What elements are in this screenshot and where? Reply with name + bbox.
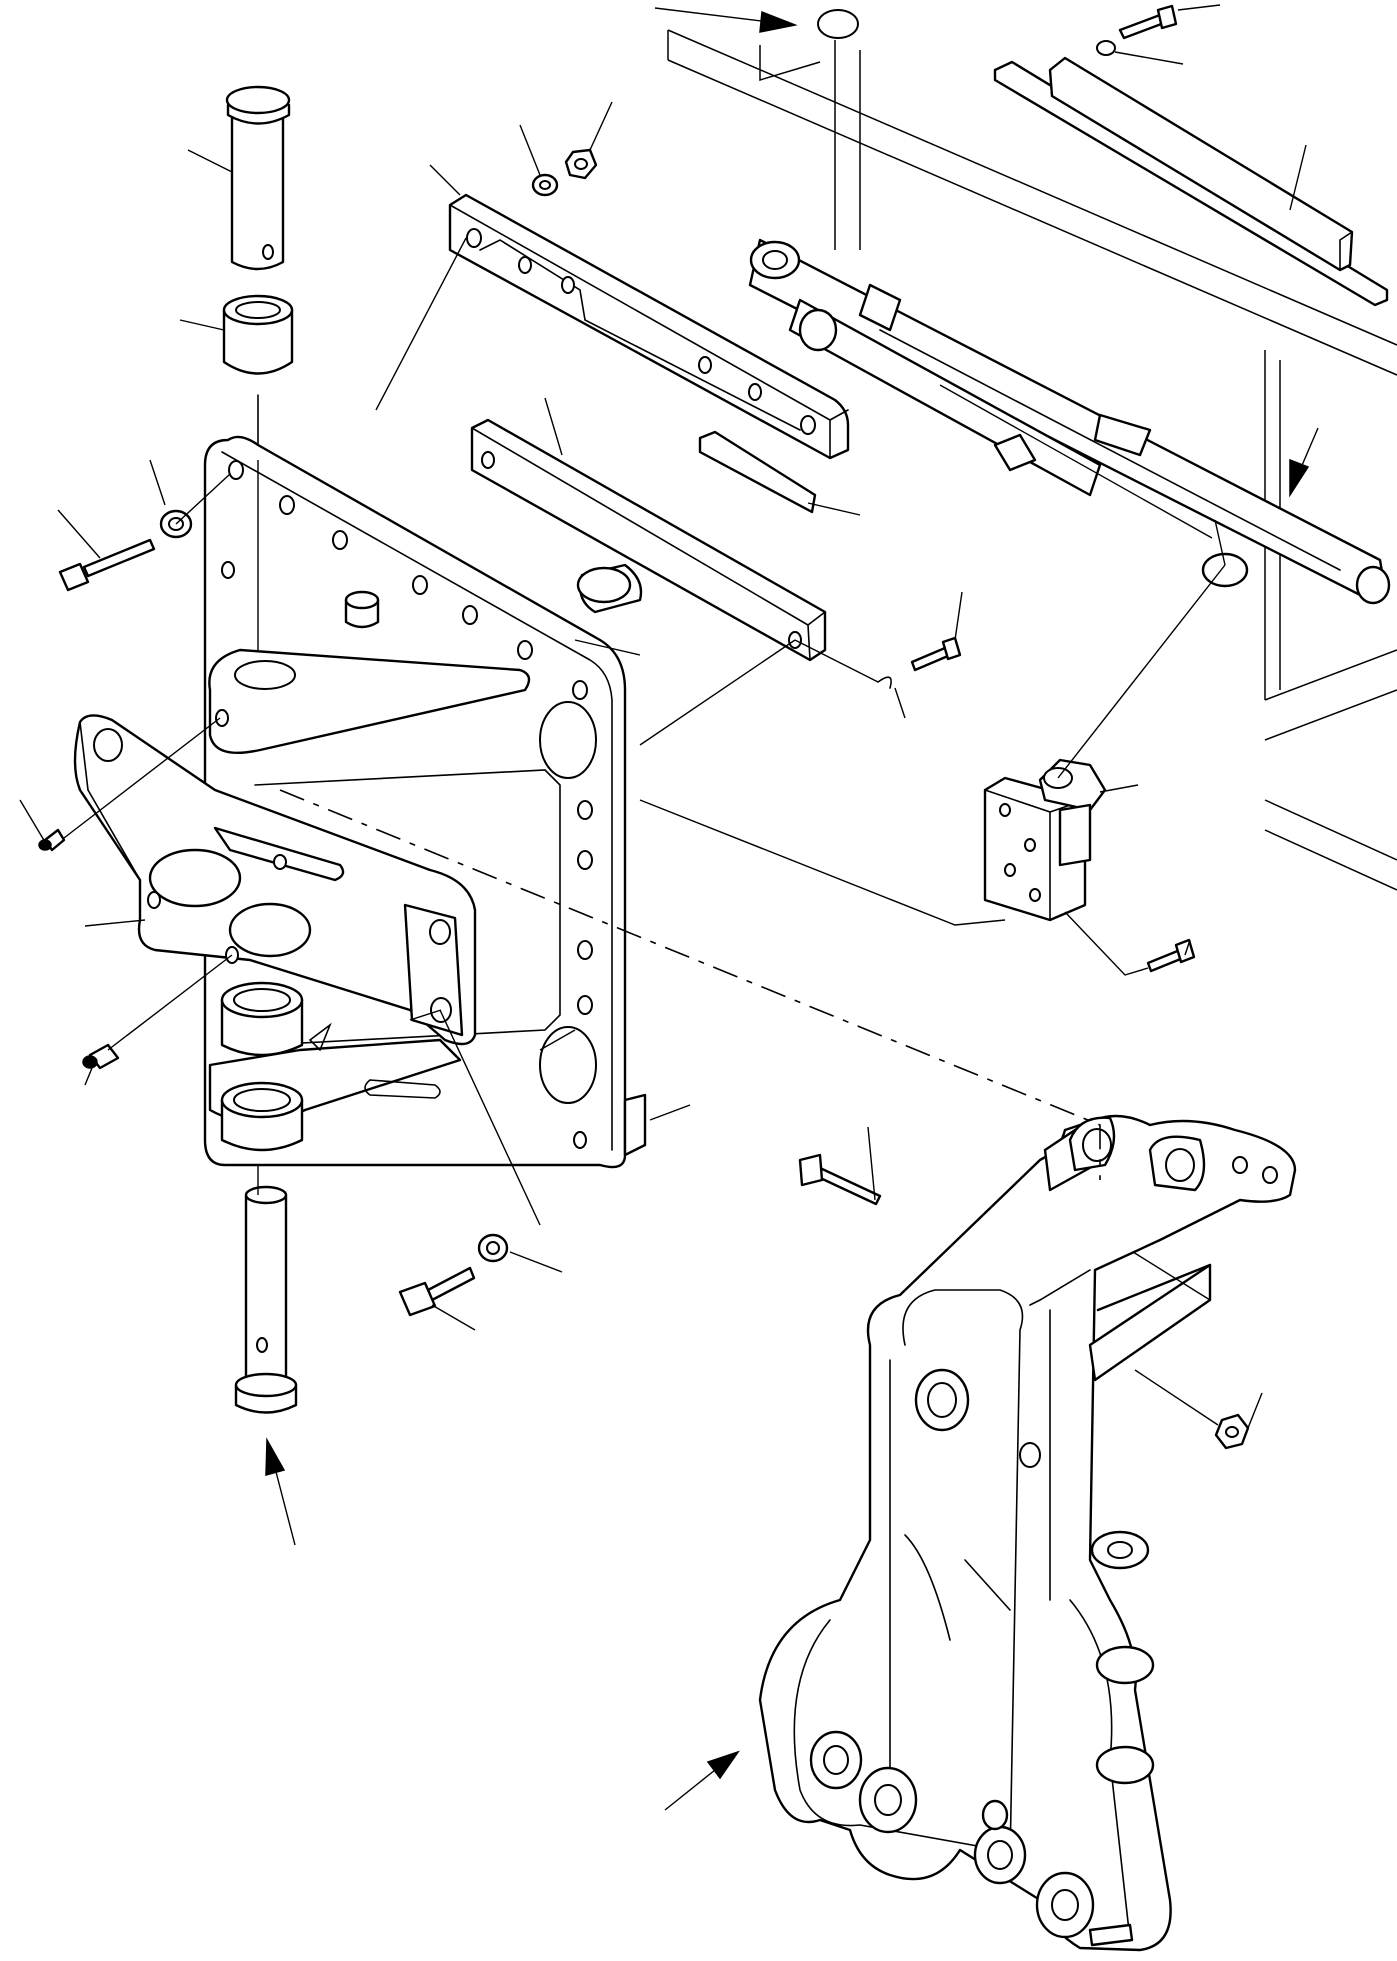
cylinder-clevis-block — [983, 758, 1107, 922]
lower-bolt — [398, 1233, 509, 1317]
top-wear-strip — [448, 193, 850, 460]
grease-fitting-upper — [38, 828, 66, 852]
middle-right-bolt — [877, 636, 962, 689]
top-right-bolt — [1096, 4, 1178, 56]
post-bolt — [798, 1153, 882, 1206]
left-bolt — [58, 509, 193, 592]
mounting-plate — [993, 56, 1389, 307]
middle-wear-strip — [470, 418, 827, 662]
boom-swing-post — [758, 1114, 1297, 1952]
clevis-bolt — [1146, 938, 1196, 973]
top-washer-nut — [531, 148, 598, 197]
post-nut — [1214, 1413, 1250, 1450]
grease-fitting-lower — [82, 1043, 120, 1070]
arrow-top-icon — [654, 7, 798, 33]
upper-pin — [225, 85, 291, 271]
leader-lines — [19, 4, 1307, 1429]
main-frame-plate — [203, 435, 647, 1169]
upper-bushing — [222, 294, 294, 375]
hydraulic-cylinder — [748, 238, 1391, 605]
arrow-lower-left-icon — [265, 1437, 296, 1546]
arrow-bottom-icon — [664, 1750, 740, 1811]
lower-pin — [234, 1185, 298, 1414]
swing-bracket — [73, 714, 477, 1046]
direction-arrows — [265, 7, 1319, 1811]
wedge-shim — [698, 430, 817, 514]
arrow-right-icon — [1289, 427, 1319, 498]
oval-pad — [576, 563, 643, 614]
